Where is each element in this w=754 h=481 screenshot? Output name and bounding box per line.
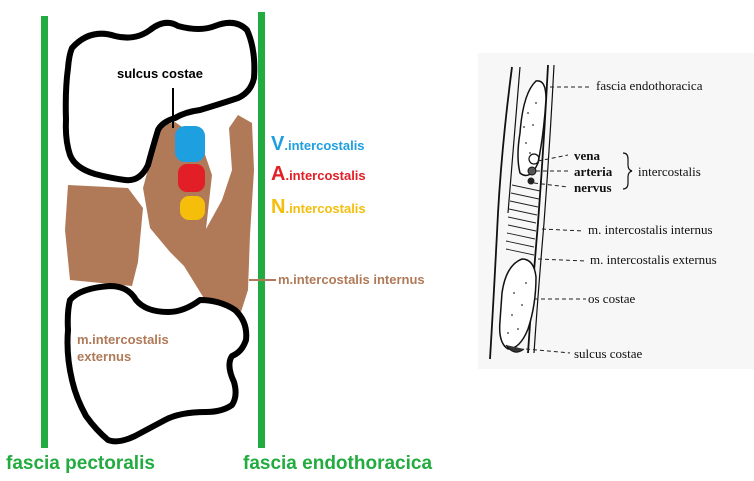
ref-fascia-endothoracica: fascia endothoracica bbox=[596, 78, 703, 93]
ref-sulcus-costae: sulcus costae bbox=[574, 346, 643, 361]
reference-upper-rib bbox=[517, 80, 547, 177]
ref-vena: vena bbox=[574, 148, 600, 163]
nerve-suffix: .intercostalis bbox=[285, 201, 366, 216]
sulcus-costae-label: sulcus costae bbox=[117, 66, 203, 81]
upper-rib bbox=[62, 19, 258, 184]
fascia-pectoralis-label: fascia pectoralis bbox=[6, 453, 155, 474]
ref-intercostalis: intercostalis bbox=[638, 164, 701, 179]
ref-arteria: arteria bbox=[574, 164, 613, 179]
fascia-endothoracica-label: fascia endothoracica bbox=[243, 453, 433, 474]
ref-m-intercostalis-internus: m. intercostalis internus bbox=[588, 222, 713, 237]
artery-marker bbox=[178, 164, 205, 192]
ref-nervus: nervus bbox=[574, 180, 612, 195]
lower-rib bbox=[64, 283, 250, 445]
artery-letter: A bbox=[271, 163, 286, 185]
vein-suffix: .intercostalis bbox=[284, 138, 365, 153]
ref-m-intercostalis-externus: m. intercostalis externus bbox=[590, 252, 717, 267]
m-intercostalis-externus-label-line1: m.intercostalis bbox=[77, 332, 169, 347]
artery-suffix: .intercostalis bbox=[285, 168, 366, 183]
vein-letter: V bbox=[271, 133, 285, 155]
vein-label: V.intercostalis bbox=[271, 133, 365, 156]
fascia-endothoracica-line bbox=[258, 12, 265, 448]
nerve-label: N.intercostalis bbox=[271, 196, 366, 219]
m-intercostalis-externus-shape bbox=[65, 185, 143, 286]
artery-label: A.intercostalis bbox=[271, 163, 366, 186]
reference-drawing bbox=[489, 64, 633, 360]
ref-os-costae: os costae bbox=[588, 291, 636, 306]
nerve-marker bbox=[180, 196, 205, 220]
nerve-letter: N bbox=[271, 196, 286, 218]
reference-figure: fascia endothoracica vena arteria nervus… bbox=[478, 53, 754, 369]
vein-marker bbox=[175, 126, 205, 162]
m-intercostalis-internus-label: m.intercostalis internus bbox=[278, 272, 425, 287]
schematic-diagram bbox=[41, 12, 276, 448]
m-intercostalis-externus-label-line2: externus bbox=[77, 349, 132, 364]
fascia-pectoralis-line bbox=[41, 16, 48, 448]
reference-lower-rib bbox=[498, 258, 537, 350]
